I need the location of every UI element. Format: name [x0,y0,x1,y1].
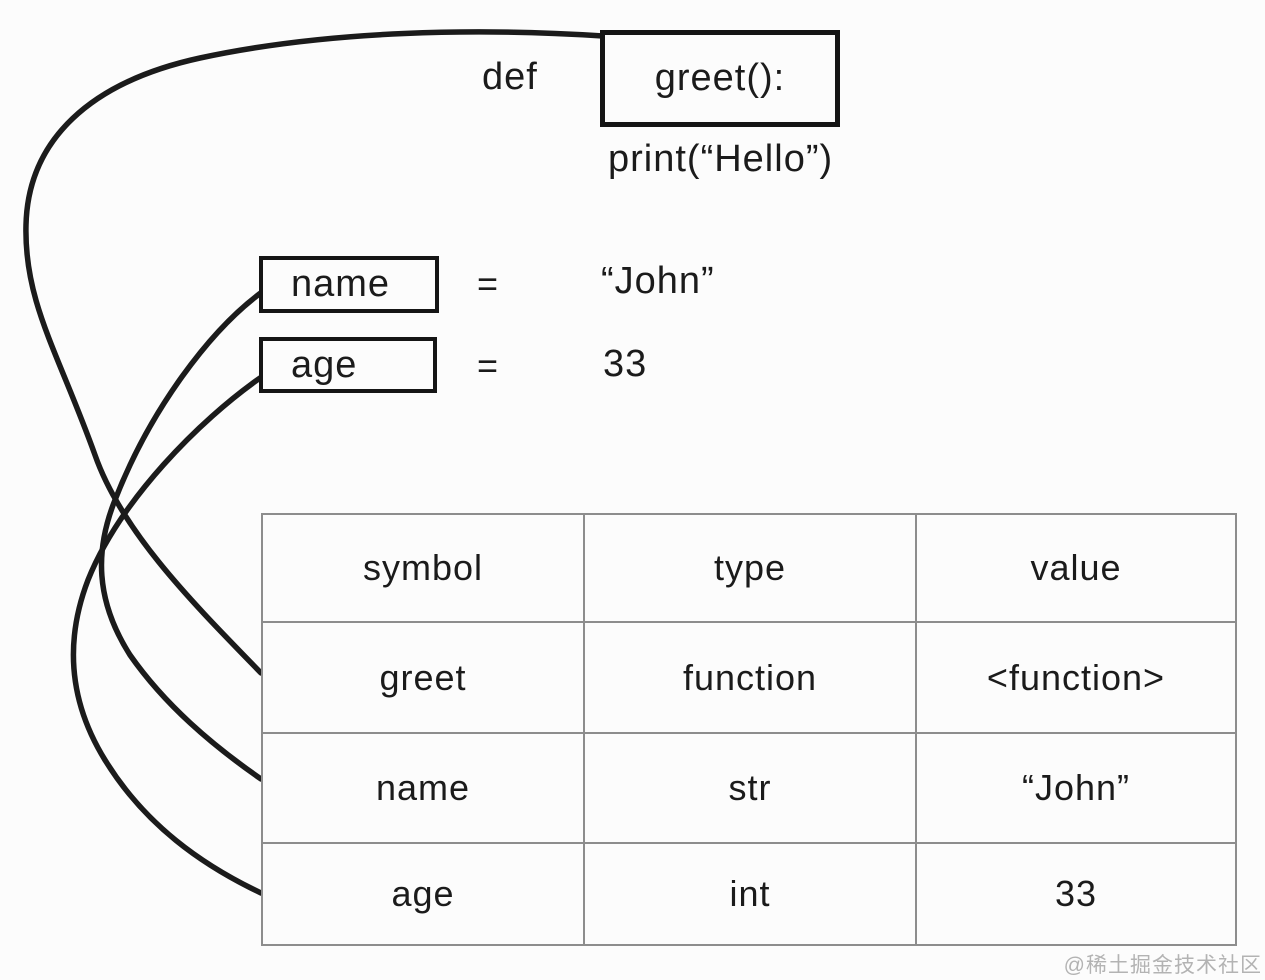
table-cell-age-value: 33 [1054,873,1098,914]
table-cell-age-type: int [585,844,917,944]
name-variable-value: “John” [601,260,715,302]
name-connector [98,289,265,782]
table-cell-name-symbol: name [263,734,585,844]
table-cell-name-value: “John” [917,734,1235,844]
symbol-table-header-value: value [917,515,1235,623]
symbol-table-header-type: type [585,515,917,623]
def-keyword: def [482,56,538,98]
name-variable-box: name [259,256,439,313]
greet-connector [23,29,606,676]
symbol-table: symbol type value greet function <functi… [261,513,1237,946]
table-cell-greet-type: function [585,623,917,734]
table-cell-name-type: str [585,734,917,844]
name-equals-sign: = [477,263,499,304]
name-variable-label: name [291,263,391,305]
function-name-box: greet(): [600,30,840,127]
age-variable-value: 33 [603,343,648,385]
watermark: @稀土掘金技术社区 [1063,954,1262,977]
age-equals-sign: = [477,345,499,386]
function-body: print(“Hello”) [608,138,834,180]
table-cell-greet-value: <function> [917,623,1235,734]
age-variable-box: age [259,337,437,393]
table-cell-age-symbol: age [263,844,585,944]
age-variable-label: age [291,343,358,386]
table-cell-greet-symbol: greet [263,623,585,734]
function-signature: greet(): [654,57,786,99]
age-connector [70,375,264,896]
symbol-table-header-symbol: symbol [263,515,585,623]
